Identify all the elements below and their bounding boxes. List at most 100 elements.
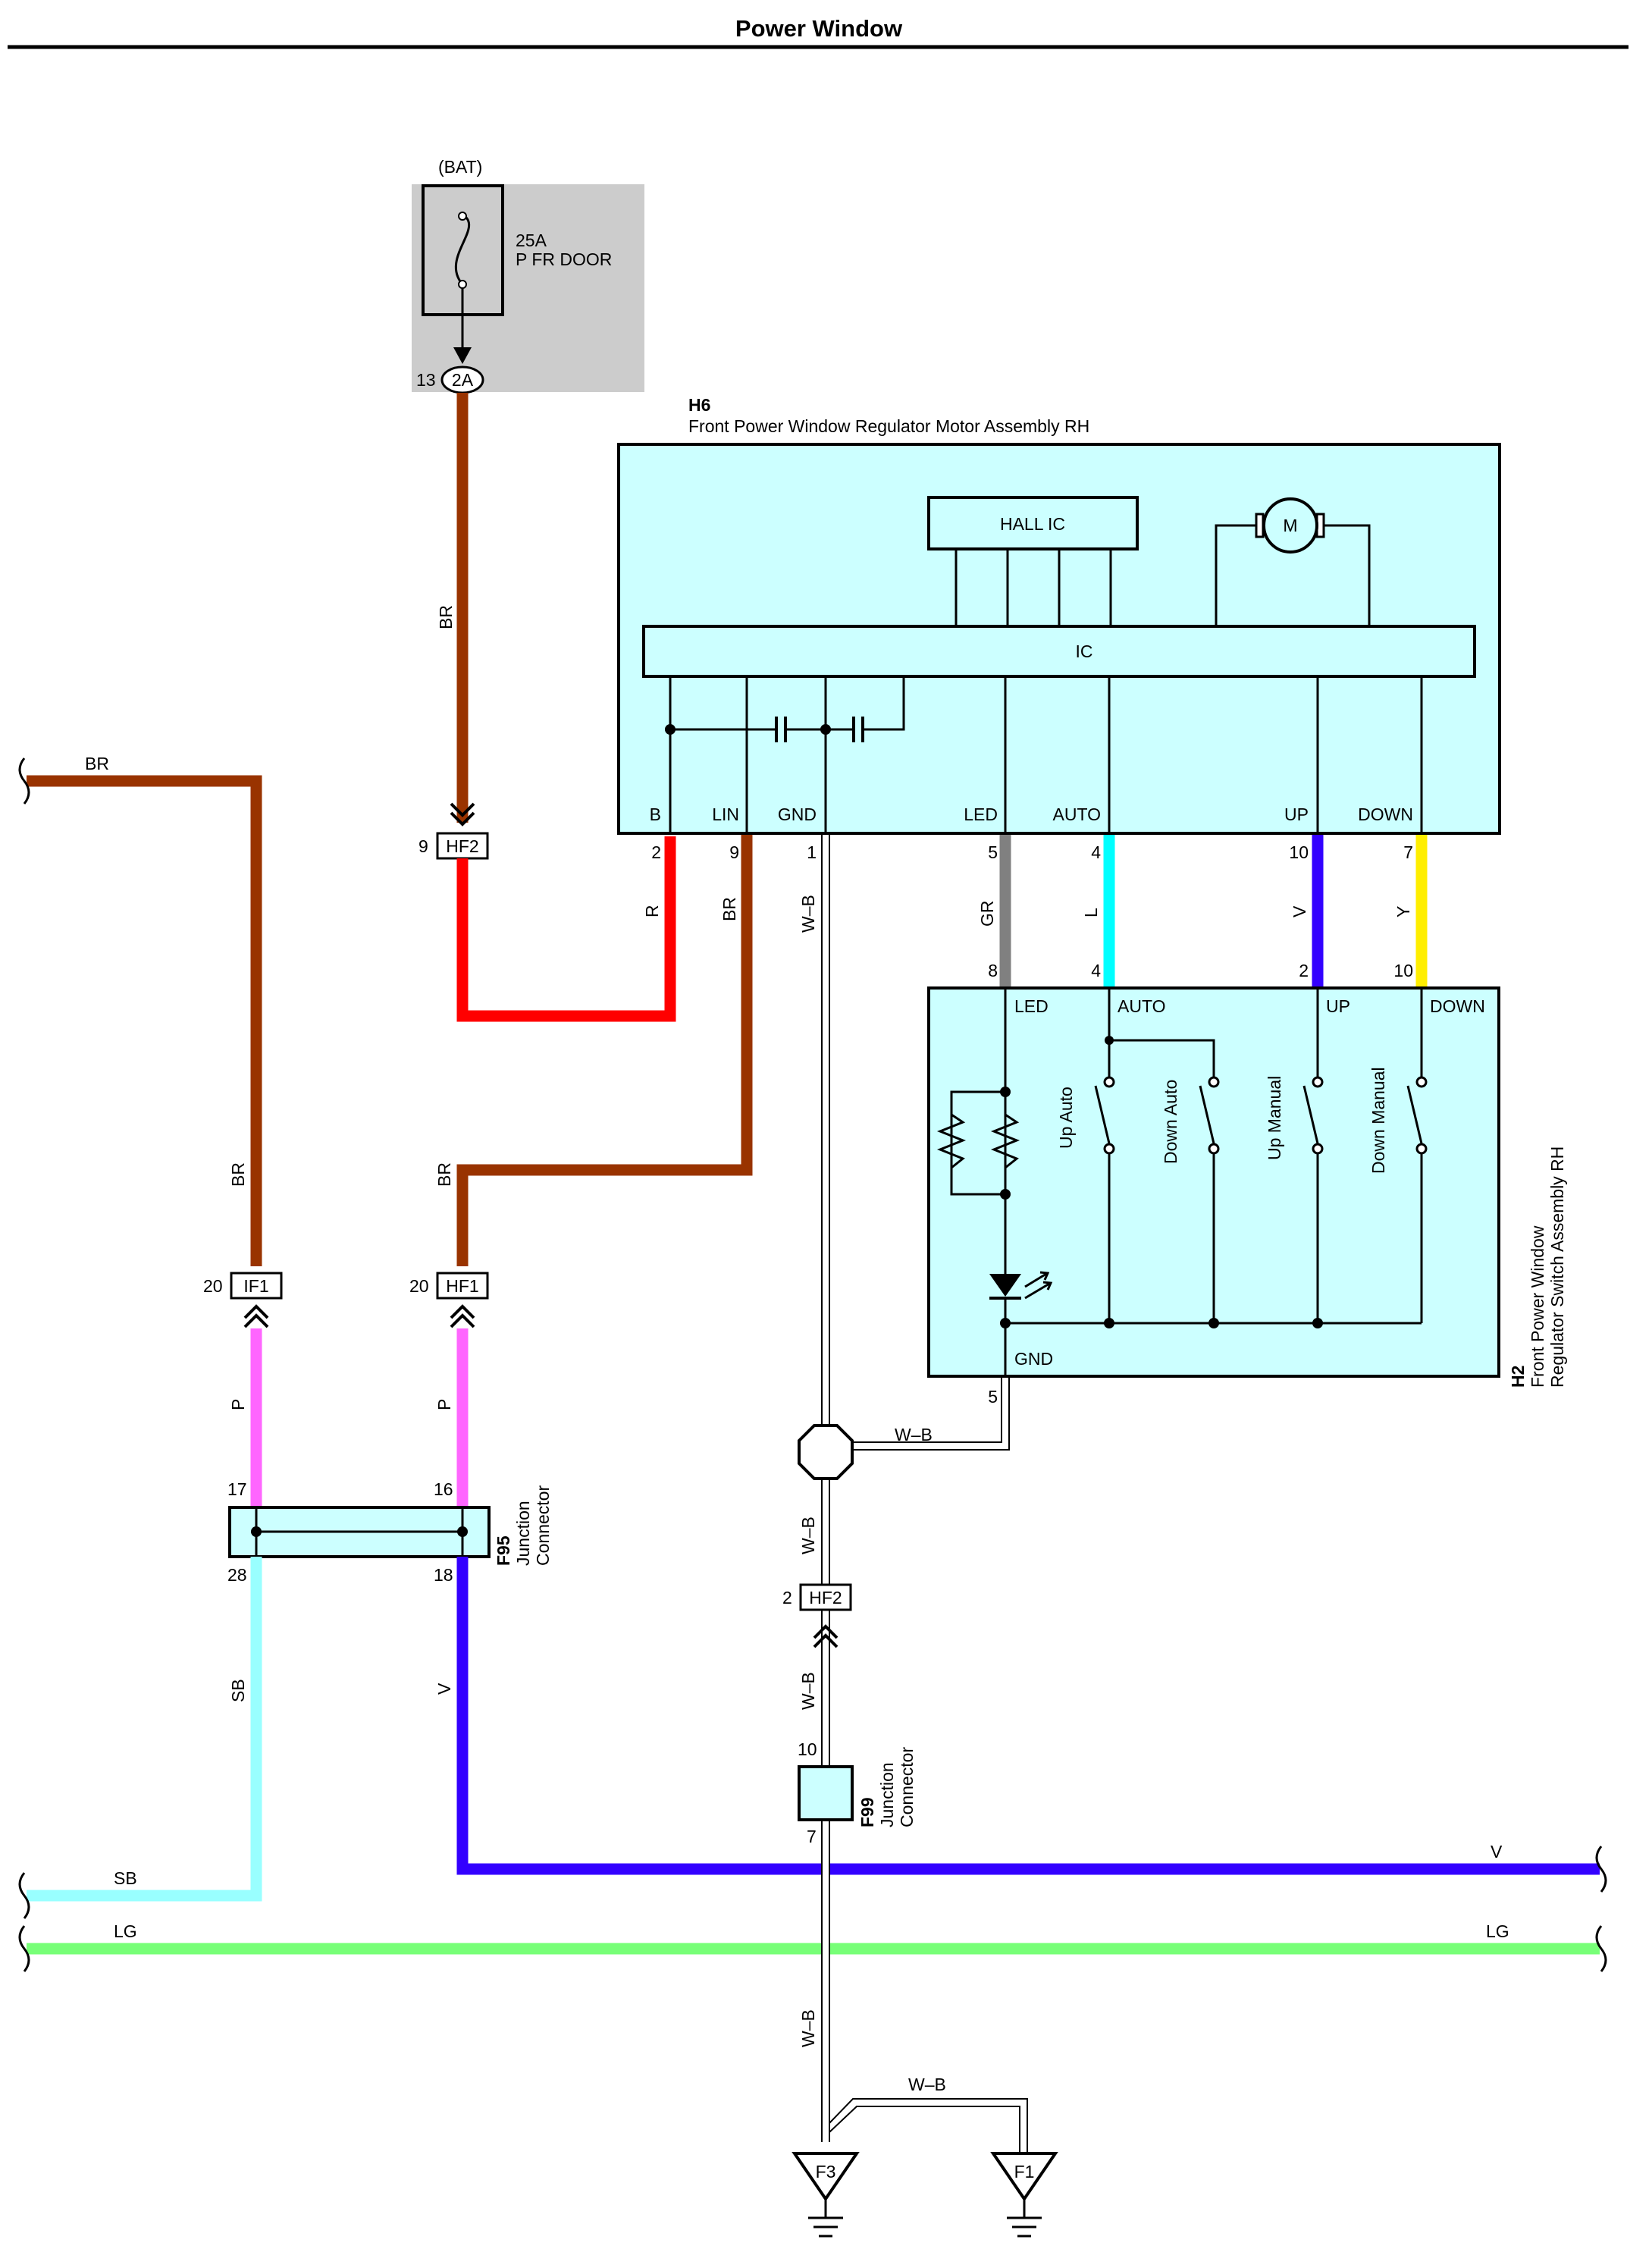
wire-break-icon — [18, 757, 30, 805]
ground-f1-label: F1 — [1014, 2162, 1035, 2181]
h2-pin-led: LED — [1014, 996, 1049, 1016]
h6-pin-gnd: GND — [778, 805, 817, 824]
ic-label: IC — [1076, 641, 1093, 661]
wire-r — [456, 836, 676, 1022]
h6-pin-auto: AUTO — [1053, 805, 1101, 824]
switch-contact — [1103, 1076, 1115, 1088]
switch-contact — [1312, 1143, 1324, 1155]
f95-code: F95 — [494, 1535, 513, 1566]
fuse-name: P FR DOOR — [516, 249, 612, 269]
f99-pin-7: 7 — [807, 1827, 817, 1846]
h6-pin-down: DOWN — [1358, 805, 1413, 824]
h2-pin-up: UP — [1326, 996, 1350, 1016]
junction-dot — [457, 1526, 468, 1537]
wire-label-sb-h: SB — [114, 1868, 137, 1888]
h2-pinnum-gnd: 5 — [988, 1387, 998, 1407]
wire-label-wb-h2: W–B — [895, 1425, 933, 1444]
junction-dot — [1000, 1087, 1011, 1097]
resistor-icon — [990, 1113, 1020, 1169]
page-title: Power Window — [735, 15, 903, 42]
resistor-icon — [936, 1113, 967, 1169]
f95-pin-17: 17 — [227, 1479, 247, 1499]
wire-label-l: L — [1081, 908, 1101, 917]
hall-ic-box — [927, 496, 1139, 550]
junction-dot — [1000, 1318, 1011, 1328]
h6-pinnum-lin: 9 — [729, 842, 739, 862]
light-rays-icon — [1024, 1271, 1053, 1300]
splice-point — [798, 1424, 854, 1480]
wire-br-left — [27, 775, 262, 1266]
bat-label: (BAT) — [438, 157, 482, 177]
wire-break-icon — [1595, 1925, 1607, 1972]
switch-contact — [1103, 1143, 1115, 1155]
connector-hf2-bottom-pin: 2 — [782, 1588, 792, 1607]
switch-contact — [1208, 1143, 1220, 1155]
connector-hf2-bottom — [799, 1583, 852, 1611]
f99-line2: Connector — [897, 1747, 917, 1827]
f95-line1: Junction — [513, 1501, 533, 1566]
motor-label: M — [1283, 516, 1297, 535]
switch-down-auto-icon — [1199, 1085, 1215, 1144]
h6-pin-led: LED — [964, 805, 998, 824]
switch-down-manual-label: Down Manual — [1368, 1067, 1388, 1174]
ground-f3-icon — [792, 2152, 860, 2202]
h2-pinnum-led: 8 — [988, 961, 998, 980]
h6-pinnum-auto: 4 — [1091, 842, 1101, 862]
wire-label-br-hf1: BR — [434, 1162, 454, 1187]
wire-wb-crossing — [821, 1942, 830, 1956]
switch-down-manual-icon — [1406, 1085, 1423, 1144]
f95-line2: Connector — [533, 1485, 553, 1566]
h6-code: H6 — [688, 395, 710, 415]
wire-wb-h2-gnd — [849, 1376, 1010, 1451]
wire-label-lg-right: LG — [1486, 1921, 1509, 1941]
h2-name-line1: Front Power Window — [1528, 1225, 1547, 1388]
capacitor-traces — [670, 676, 905, 731]
chevron-up-icon — [450, 1304, 475, 1328]
switch-down-auto-leads — [1109, 1039, 1215, 1323]
switch-contact — [1208, 1076, 1220, 1088]
chevron-up-icon — [813, 1624, 839, 1648]
wire-label-lg-left: LG — [114, 1921, 137, 1941]
wire-label-wb-branch: W–B — [908, 2075, 946, 2094]
wire-label-wb-top: W–B — [798, 895, 818, 933]
wire-wb-crossing-lines — [821, 1862, 830, 1956]
chevron-down-icon — [450, 802, 475, 826]
f99-line1: Junction — [877, 1762, 897, 1827]
wire-label-v-right: V — [1491, 1842, 1503, 1862]
wire-v-bottom — [456, 1557, 1600, 1875]
h6-pinnum-up: 10 — [1289, 842, 1309, 862]
wire-wb-branch — [829, 2098, 1028, 2153]
wire-label-br-left: BR — [85, 754, 109, 773]
ground-f3-label: F3 — [816, 2162, 836, 2181]
resistor-branch — [950, 1090, 1005, 1196]
ground-icon — [808, 2199, 843, 2238]
connector-if1-pin: 20 — [203, 1276, 223, 1296]
h2-pin-down: DOWN — [1430, 996, 1485, 1016]
f95-pin-16: 16 — [434, 1479, 453, 1499]
h6-pinnum-gnd: 1 — [807, 842, 817, 862]
chevron-up-icon — [243, 1304, 269, 1328]
wire-label-br-left-v: BR — [228, 1162, 248, 1187]
wire-sb — [27, 1557, 262, 1902]
wire-label-wb-bottom: W–B — [798, 2009, 818, 2047]
motor-leads — [1215, 524, 1371, 626]
wire-label-v-up: V — [1290, 905, 1309, 917]
hall-ic-label: HALL IC — [1000, 514, 1065, 534]
arrow-down-icon — [453, 347, 472, 364]
ground-f1-icon — [990, 2152, 1058, 2202]
connector-2a-code: 2A — [452, 370, 474, 390]
h6-pinnum-down: 7 — [1403, 842, 1413, 862]
h2-pin-auto: AUTO — [1118, 996, 1165, 1016]
ground-icon — [1007, 2199, 1042, 2238]
motor-icon — [1262, 497, 1318, 554]
switch-contact — [1415, 1076, 1428, 1088]
wire-wb-main — [821, 835, 830, 2142]
wire-label-wb-mid: W–B — [798, 1516, 818, 1554]
wire-label-gr: GR — [977, 901, 997, 927]
connector-if1 — [230, 1272, 283, 1300]
switch-contact — [1415, 1143, 1428, 1155]
junction-dot — [251, 1526, 262, 1537]
fuse-amp: 25A — [516, 231, 547, 250]
switch-up-manual-label: Up Manual — [1265, 1076, 1284, 1160]
wire-break-icon — [1595, 1846, 1607, 1893]
